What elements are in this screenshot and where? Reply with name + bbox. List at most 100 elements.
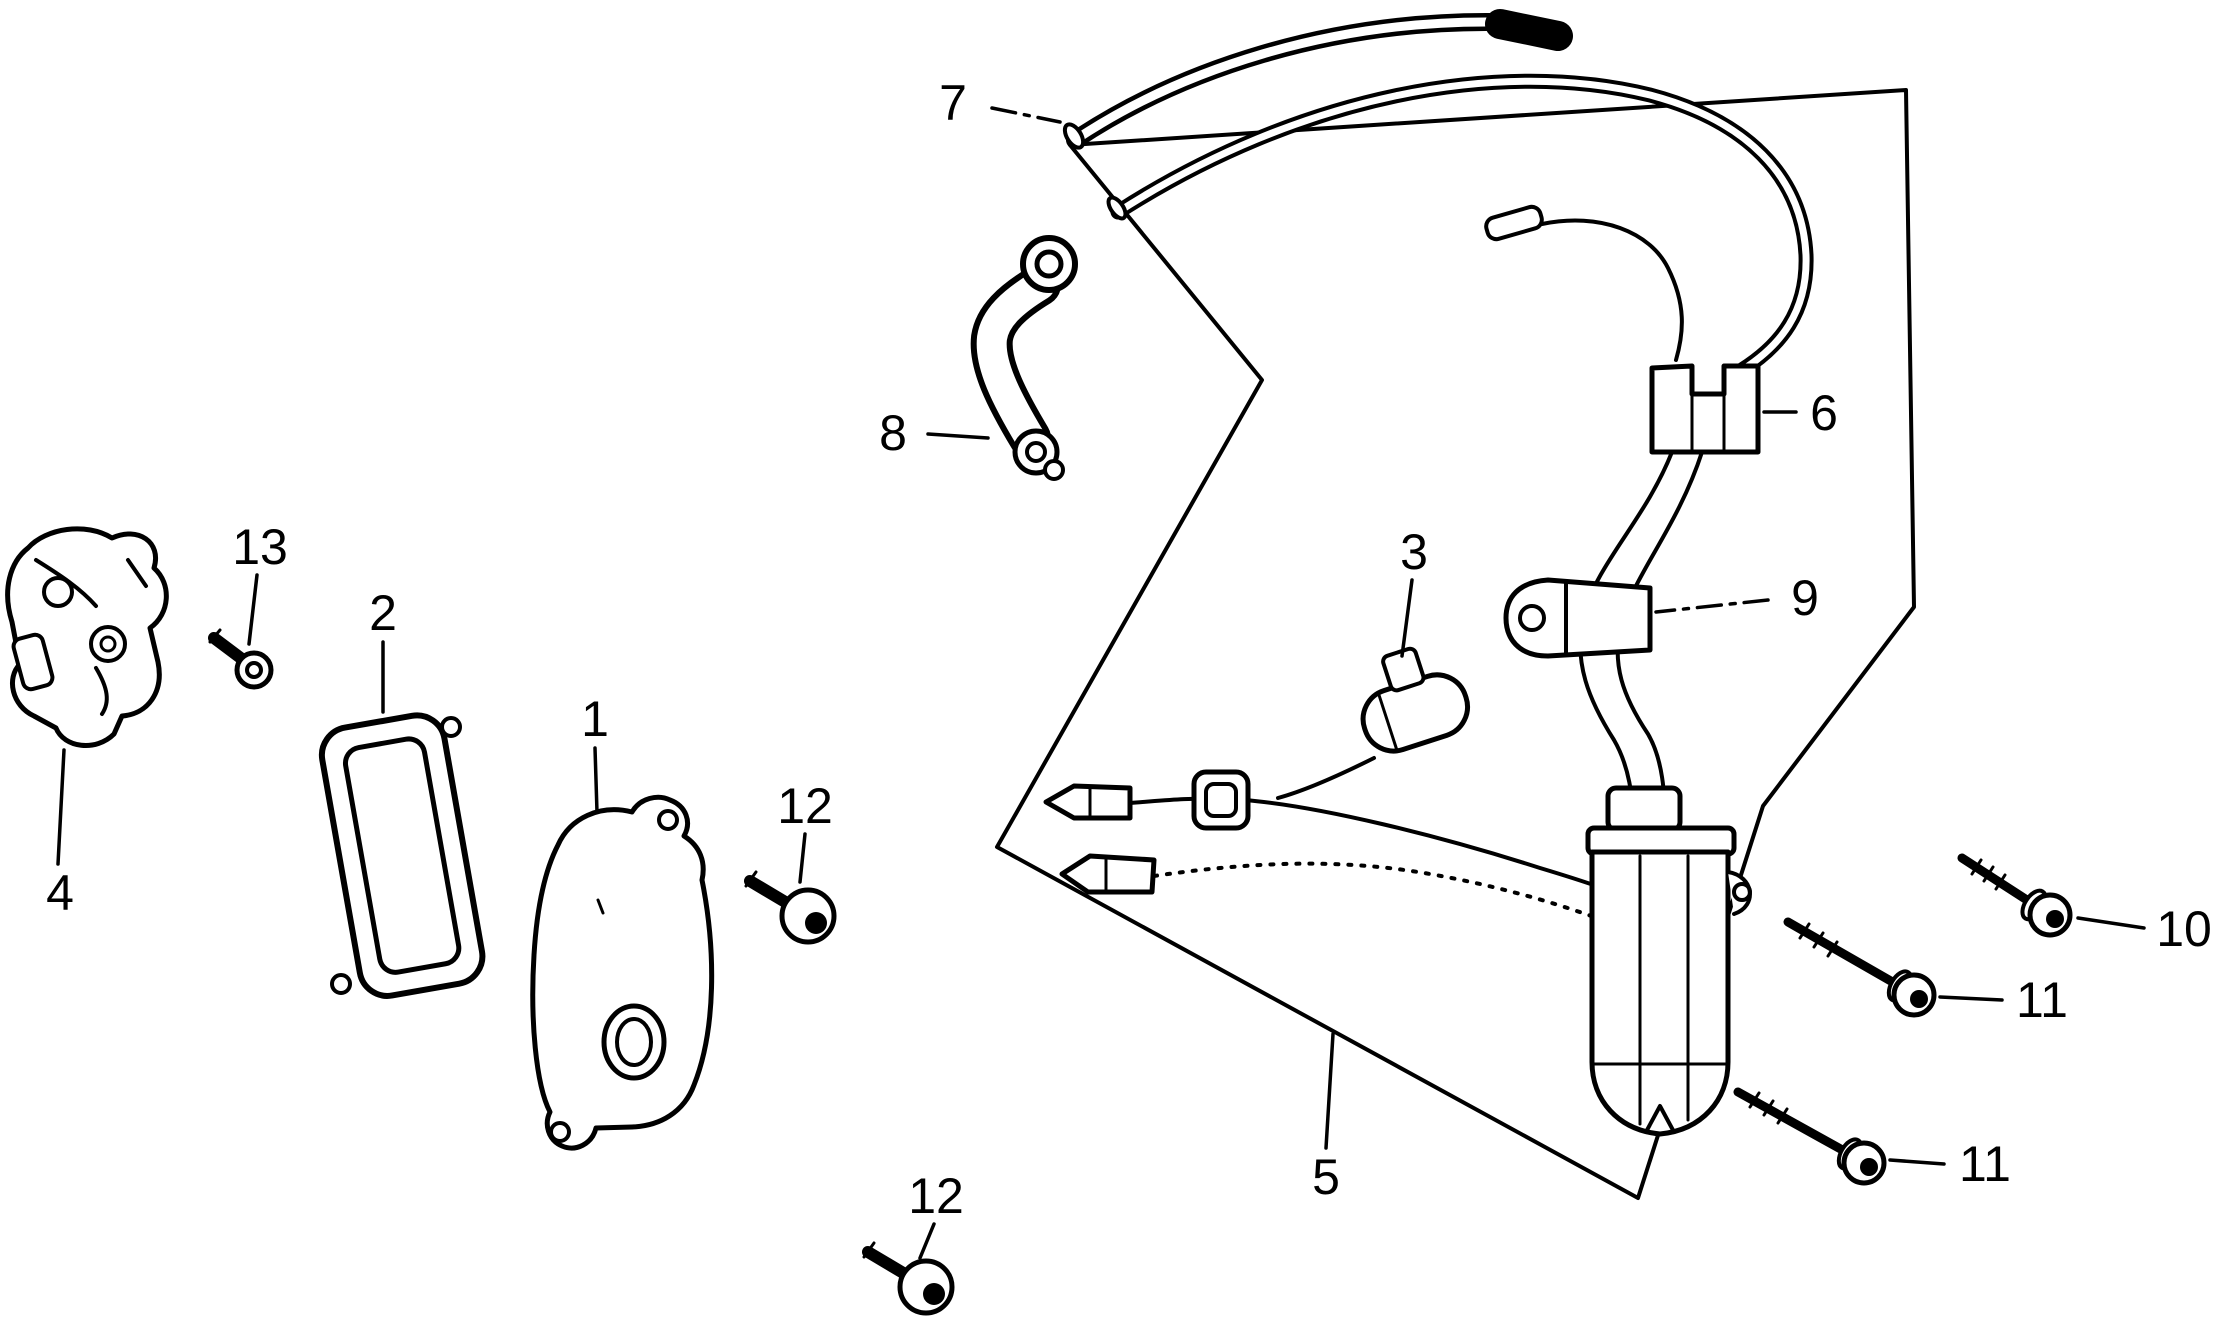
bolt-12-lower — [862, 1241, 955, 1316]
grommet-outer — [1191, 769, 1251, 831]
assembly-boundary — [995, 88, 1916, 1200]
leader-line-12-lower — [918, 1222, 936, 1260]
assembly-boundary-outline — [995, 88, 1916, 1200]
gasket-ear-hole-bottom — [330, 973, 352, 995]
bolt-12-lower-tip — [862, 1241, 876, 1259]
bolt-11-upper-threads — [1798, 922, 1839, 958]
bolt-10 — [1957, 853, 2073, 938]
spark-plug-wire-tip — [1485, 9, 1573, 51]
bolt-12-upper-head-center — [805, 912, 827, 934]
bolt-12-upper-tip — [744, 870, 758, 888]
wire-clamp — [1503, 577, 1653, 659]
connector-block — [1649, 363, 1761, 455]
spark-plug-wire-end-cap — [1062, 122, 1086, 150]
bolt-12-upper — [744, 870, 837, 945]
bolt-13-head — [234, 650, 274, 690]
bracket-hole-2 — [89, 625, 127, 663]
lead-wire-1 — [1128, 796, 1630, 900]
condenser — [1360, 646, 1470, 754]
coil-core — [1589, 849, 1731, 1137]
bracket-hole-2-inner — [99, 635, 117, 653]
bolt-11-upper-head-center — [1910, 990, 1928, 1008]
leader-line-11-lower — [1888, 1158, 1946, 1166]
bolt-11-lower-shaft — [1733, 1087, 1851, 1157]
condenser-seam — [1377, 692, 1399, 751]
callout-3: 3 — [1400, 524, 1428, 580]
leader-line-12-upper — [798, 832, 807, 884]
callout-11-lower: 11 — [1959, 1136, 2011, 1192]
coil-wire-1 — [1578, 450, 1674, 840]
spark-plug-wire — [1062, 9, 1573, 150]
coil-wires — [1578, 450, 1704, 840]
leader-line-10 — [2076, 916, 2146, 930]
wire-clamp-band — [1503, 577, 1653, 659]
spark-plug-cap — [970, 235, 1078, 481]
callout-7: 7 — [939, 75, 967, 131]
callout-12-upper: 12 — [777, 778, 833, 834]
terminal-lead-wire — [1540, 218, 1684, 362]
callout-1: 1 — [581, 691, 609, 747]
bolt-10-head-center — [2046, 910, 2064, 928]
bullet-connector-1-body — [1043, 783, 1133, 821]
gasket-outer — [318, 712, 486, 999]
coil-bottom-notch — [1644, 1104, 1676, 1134]
bracket-assembly — [5, 526, 169, 748]
harness-cable — [1106, 73, 1814, 378]
callout-4: 4 — [46, 865, 74, 921]
bracket-arm — [11, 632, 55, 692]
bolt-11-upper — [1783, 917, 1937, 1018]
lead-wire-2-dotted — [1152, 861, 1610, 924]
lead-terminal — [1484, 204, 1544, 242]
bolt-11-lower — [1733, 1087, 1887, 1186]
bracket-hole-1 — [42, 576, 74, 608]
bolt-12-lower-head-center — [923, 1283, 945, 1305]
leader-line-4 — [56, 748, 66, 866]
condenser-lead-wire — [1276, 756, 1376, 800]
harness-cable-outer — [1110, 73, 1814, 378]
leader-line-5 — [1324, 1032, 1335, 1150]
condenser-tab — [1381, 646, 1426, 693]
coil-wire-2 — [1615, 450, 1704, 840]
spark-plug-cap-terminal-hole — [1034, 249, 1064, 279]
callout-8: 8 — [879, 405, 907, 461]
coil-top-block — [1605, 785, 1683, 833]
gasket-inner — [342, 736, 462, 975]
bullet-connector-2-body — [1059, 853, 1157, 895]
leader-line-8 — [926, 432, 990, 440]
grommet-inner — [1204, 782, 1238, 818]
spark-plug-wire-core — [1070, 17, 1501, 145]
leader-line-13 — [247, 573, 259, 646]
cover-grommet-hole-inner — [615, 1017, 653, 1067]
callout-5: 5 — [1312, 1149, 1340, 1205]
callout-2: 2 — [369, 585, 397, 641]
bolt-11-lower-threads — [1748, 1091, 1789, 1125]
bolt-10-shaft — [1957, 853, 2035, 907]
leader-lines — [56, 106, 2146, 1260]
gasket — [318, 712, 486, 999]
callout-9: 9 — [1791, 570, 1819, 626]
bracket-rib-1 — [34, 558, 98, 608]
connector-block-body — [1649, 363, 1761, 455]
bolt-11-upper-shaft — [1783, 917, 1901, 989]
callout-12-lower: 12 — [908, 1168, 964, 1224]
bolt-13-tip — [208, 628, 222, 644]
cover-surface-mark — [596, 898, 605, 915]
spark-plug-cap-terminal-ring — [1020, 235, 1078, 293]
cover-outline — [530, 794, 715, 1151]
ignition-coil-body — [1585, 785, 1752, 1137]
bullet-connector-2 — [1059, 853, 1157, 895]
leader-line-9 — [1654, 598, 1770, 614]
lead-wires — [1128, 756, 1630, 924]
leader-line-1 — [593, 746, 599, 814]
cover-ear-hole-top — [657, 809, 679, 831]
wire-clamp-bolt-hole — [1518, 604, 1546, 632]
bracket-rib-2 — [126, 558, 148, 588]
spark-plug-cap-nut-hole — [1025, 441, 1047, 463]
callout-13: 13 — [232, 519, 288, 575]
cover-grommet-hole-outer — [601, 1003, 667, 1081]
harness-cable-end-cap — [1106, 195, 1128, 221]
leader-line-11-upper — [1938, 995, 2004, 1002]
gasket-ear-hole-top — [440, 716, 462, 738]
